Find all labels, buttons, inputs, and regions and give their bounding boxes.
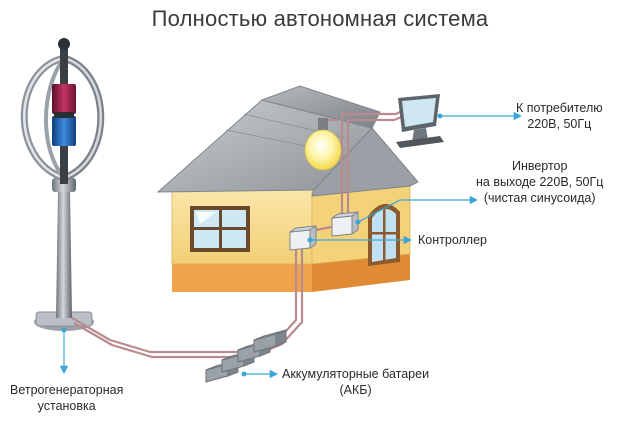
battery-icon <box>205 329 287 383</box>
diagram-title: Полностью автономная система <box>151 6 489 31</box>
batteries-label-line2: (АКБ) <box>339 383 372 397</box>
consumer-label: К потребителю 220В, 50Гц <box>516 100 603 132</box>
consumer-label-line2: 220В, 50Гц <box>527 117 592 131</box>
inverter-label: Инвертор на выходе 220В, 50Гц (чистая си… <box>476 158 603 206</box>
light-bulb-icon <box>304 118 342 171</box>
batteries-label: Аккумуляторные батареи (АКБ) <box>282 366 429 398</box>
callout-lines <box>59 111 523 379</box>
batteries-label-line1: Аккумуляторные батареи <box>282 367 430 381</box>
inverter-box-icon <box>331 211 359 237</box>
controller-box-icon <box>289 225 317 251</box>
inverter-label-line2: на выходе 220В, 50Гц <box>476 175 604 189</box>
controller-label: Контроллер <box>418 233 487 247</box>
inverter-label-line1: Инвертор <box>511 159 568 173</box>
house-icon <box>156 85 419 292</box>
monitor-icon <box>396 94 444 148</box>
turbine-label: Ветрогенераторная установка <box>10 382 123 414</box>
inverter-label-line3: (чистая синусоида) <box>483 191 596 205</box>
turbine-label-line2: установка <box>37 399 96 413</box>
turbine-label-line1: Ветрогенераторная <box>10 383 124 397</box>
wind-turbine-icon <box>20 38 105 331</box>
consumer-label-line1: К потребителю <box>516 101 603 115</box>
